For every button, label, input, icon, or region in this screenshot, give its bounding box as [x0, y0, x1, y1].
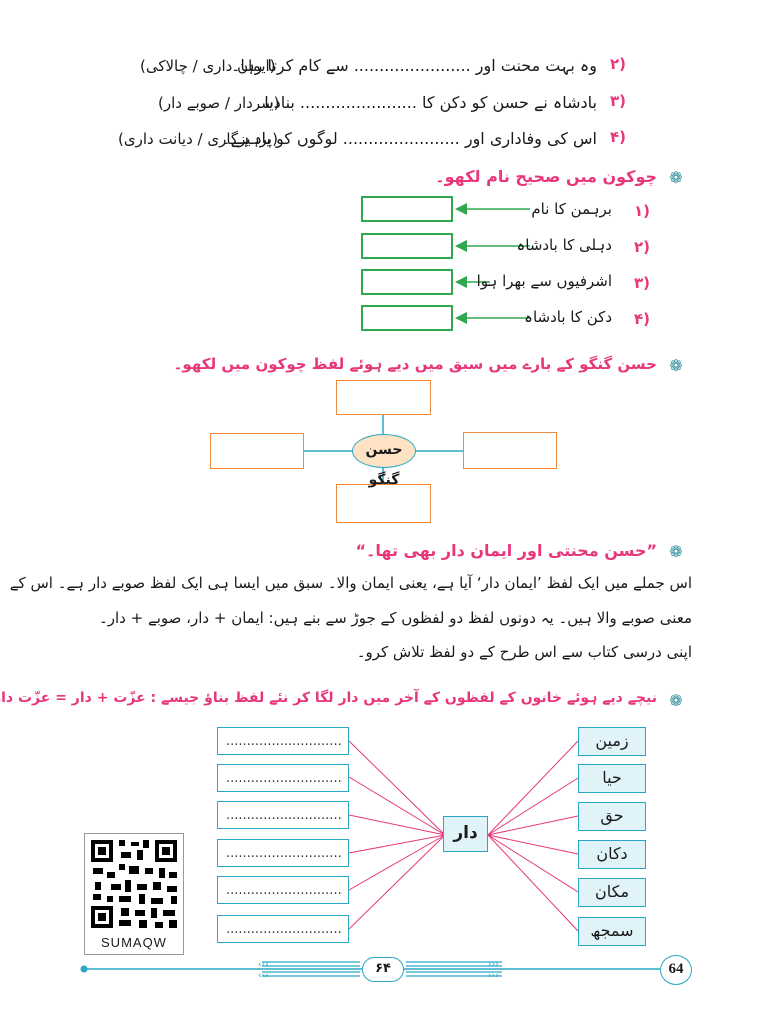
section-heading-web: حسن گنگو کے بارے میں سبق میں دیے ہوئے لف… [173, 355, 657, 373]
web-box-left[interactable] [210, 433, 304, 469]
box-label-2: دہلی کا بادشاہ [516, 236, 612, 254]
box-label-4: دکن کا بادشاہ [524, 308, 612, 326]
page-number: 64 [660, 955, 692, 985]
section-heading-boxes: چوکون میں صحیح نام لکھو۔ [435, 167, 657, 186]
item-number: ۲) [610, 55, 627, 73]
quote-line-2: معنی صوبے والا ہیں۔ یہ دونوں لفظ دو لفظو… [98, 609, 692, 627]
dar-blank-1[interactable]: ............................ [217, 727, 349, 755]
dar-word-2: حیا [578, 764, 646, 793]
sentence-text: وہ بہت محنت اور ....................... … [231, 56, 597, 75]
web-box-top[interactable] [336, 380, 431, 415]
web-box-right[interactable] [463, 432, 557, 469]
dar-word-3: حق [578, 802, 646, 831]
answer-box-2[interactable] [361, 233, 453, 259]
dar-blank-2[interactable]: ............................ [217, 764, 349, 792]
dar-blank-3[interactable]: ............................ [217, 801, 349, 829]
answer-box-3[interactable] [361, 269, 453, 295]
dar-word-4: دکان [578, 840, 646, 869]
box-label-3: اشرفیوں سے بھرا ہوا [476, 272, 612, 290]
sentence-text: بادشاہ نے حسن کو دکن کا ................… [254, 93, 597, 112]
section-heading-dar: نیچے دیے ہوئے خانوں کے لفظوں کے آخر میں … [0, 690, 657, 706]
sentence-text: اس کی وفاداری اور ......................… [221, 129, 597, 148]
svg-text:‹‹‹: ‹‹‹ [258, 960, 269, 970]
dar-blank-4[interactable]: ............................ [217, 839, 349, 867]
answer-box-1[interactable] [361, 196, 453, 222]
svg-text:›››: ››› [488, 960, 499, 970]
footer-urdu-page-number: ۶۴ [362, 957, 404, 982]
box-label-1: برہمن کا نام [531, 200, 612, 218]
item-number: ۴) [634, 310, 651, 328]
section-heading-quote: ”حسن محنتی اور ایمان دار بھی تھا۔“ [355, 541, 658, 560]
flower-bullet-icon: ❁ [669, 168, 683, 187]
svg-text:‹‹‹: ‹‹‹ [258, 971, 269, 981]
web-center-ellipse: حسن گنگو [352, 434, 416, 488]
options-text: (سردار / صوبے دار) [158, 94, 280, 112]
quote-line-3: اپنی درسی کتاب سے اس طرح کے دو لفظ تلاش … [356, 643, 692, 661]
dar-word-5: مکان [578, 878, 646, 907]
qr-code-label: SUMAQW [101, 935, 167, 950]
options-text: (ایمان داری / چالاکی) [140, 57, 276, 75]
dar-blank-6[interactable]: ............................ [217, 915, 349, 943]
qr-code-icon [91, 840, 177, 928]
dar-word-1: زمین [578, 727, 646, 756]
dar-center-box: دار [443, 816, 488, 852]
svg-text:›››: ››› [488, 971, 499, 981]
quote-line-1: اس جملے میں ایک لفظ ’ایمان دار‘ آیا ہے، … [9, 574, 692, 592]
answer-box-4[interactable] [361, 305, 453, 331]
dar-word-6: سمجھ [578, 917, 646, 946]
flower-bullet-icon: ❁ [669, 691, 683, 710]
flower-bullet-icon: ❁ [669, 542, 683, 561]
item-number: ۲) [634, 238, 651, 256]
item-number: ۴) [610, 128, 627, 146]
dar-blank-5[interactable]: ............................ [217, 876, 349, 904]
web-box-bottom[interactable] [336, 484, 431, 523]
item-number: ۱) [634, 202, 651, 220]
qr-code: SUMAQW [84, 833, 184, 955]
item-number: ۳) [610, 92, 627, 110]
options-text: (پرہیزگاری / دیانت داری) [118, 130, 278, 148]
item-number: ۳) [634, 274, 651, 292]
flower-bullet-icon: ❁ [669, 356, 683, 375]
